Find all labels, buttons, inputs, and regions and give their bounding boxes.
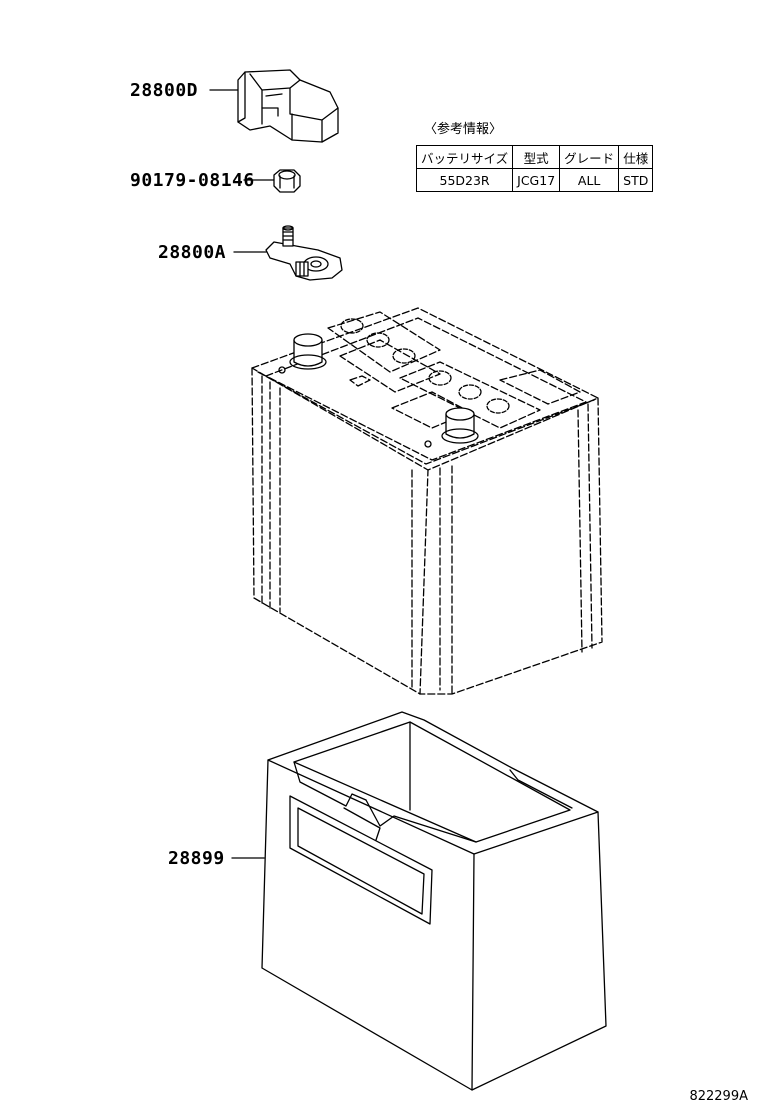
part-number-28800a[interactable]: 28800A <box>158 242 227 263</box>
figure-code: 822299A <box>689 1089 748 1104</box>
battery <box>251 307 603 695</box>
cell-spec: STD <box>618 168 654 192</box>
part-number-28800d[interactable]: 28800D <box>130 80 199 101</box>
reference-info-caption: 〈参考情報〉 <box>424 122 503 137</box>
cell-battery-size: 55D23R <box>415 168 514 192</box>
battery-caps <box>340 318 510 414</box>
nut-part[interactable] <box>243 169 301 193</box>
cell-model: JCG17 <box>512 168 561 192</box>
battery-tray-part[interactable] <box>231 711 607 1091</box>
battery-terminals <box>278 333 479 448</box>
terminal-clamp-part[interactable] <box>233 225 343 281</box>
cell-grade: ALL <box>559 168 620 192</box>
header-battery-size: バッテリサイズ <box>415 145 514 169</box>
part-number-90179-08146[interactable]: 90179-08146 <box>130 170 255 191</box>
part-number-28899[interactable]: 28899 <box>168 848 225 869</box>
header-grade: グレード <box>559 145 620 169</box>
header-model: 型式 <box>512 145 561 169</box>
header-spec: 仕様 <box>618 145 654 169</box>
terminal-cover-part[interactable] <box>209 69 339 143</box>
table-header-row: バッテリサイズ 型式 グレード 仕様 <box>415 145 654 169</box>
reference-info-table: バッテリサイズ 型式 グレード 仕様 55D23R JCG17 ALL STD <box>415 145 654 192</box>
table-row: 55D23R JCG17 ALL STD <box>415 168 654 192</box>
